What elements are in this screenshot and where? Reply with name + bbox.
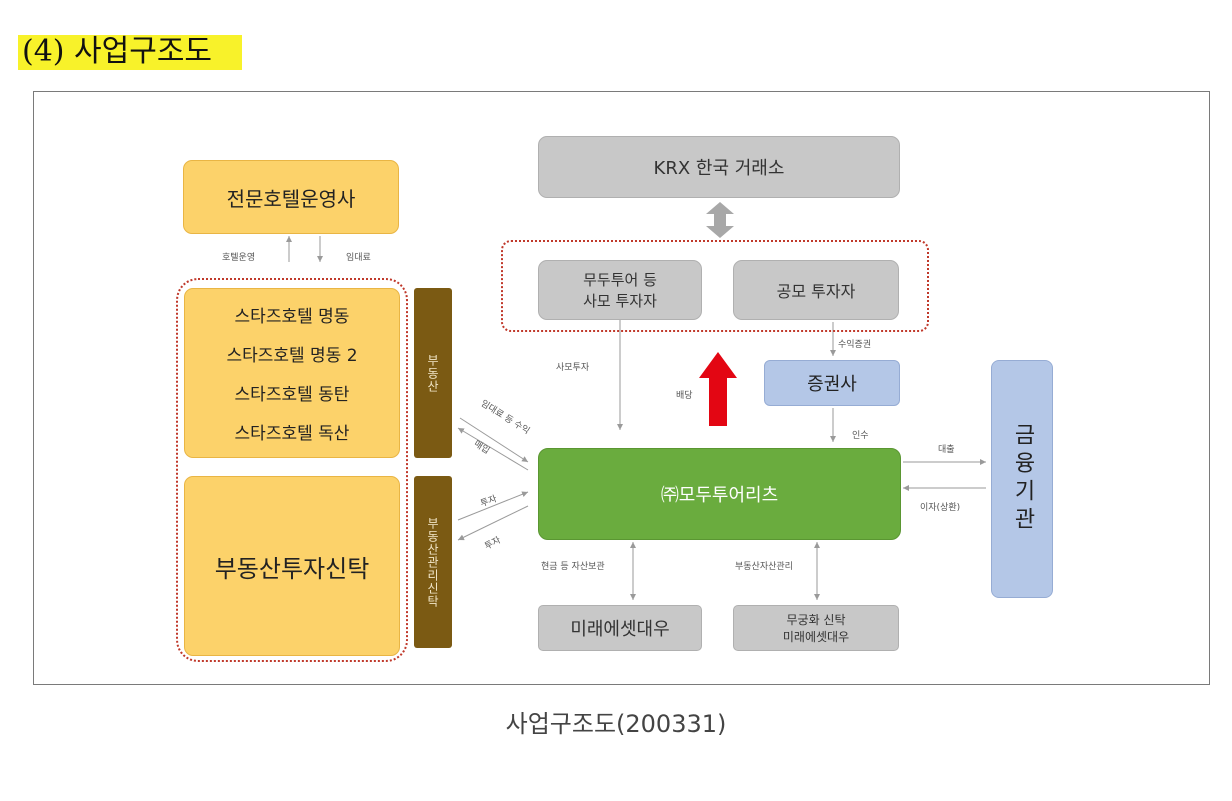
diagram-frame bbox=[33, 91, 1210, 685]
hotel-item-2: 스타즈호텔 명동 2 bbox=[226, 346, 358, 366]
private-investors-box: 무두투어 등 사모 투자자 bbox=[538, 260, 702, 320]
arrow-buy bbox=[457, 427, 529, 471]
mirae2-box: 무궁화 신탁 미래에셋대우 bbox=[733, 605, 899, 651]
label-lease: 임대료 bbox=[346, 253, 371, 263]
arrow-invest bbox=[457, 491, 529, 521]
mirae-box: 미래에셋대우 bbox=[538, 605, 702, 651]
public-investors-box: 공모 투자자 bbox=[733, 260, 899, 320]
diagram-caption: 사업구조도(200331) bbox=[505, 710, 727, 738]
label-asset-mgmt: 부동산자산관리 bbox=[735, 562, 793, 572]
assets-group-outline bbox=[176, 278, 408, 662]
trust-box: 부동산투자신탁 bbox=[184, 476, 400, 656]
label-acquire: 인수 bbox=[852, 431, 869, 441]
krx-double-arrow bbox=[706, 202, 734, 238]
securities-box: 증권사 bbox=[764, 360, 900, 406]
mirae2-line1: 무궁화 신탁 bbox=[786, 613, 846, 627]
private-investors-line2: 사모 투자자 bbox=[583, 292, 657, 310]
page-heading: (4) 사업구조도 bbox=[18, 26, 243, 70]
private-investors-line1: 무두투어 등 bbox=[583, 271, 657, 289]
hotel-item-1: 스타즈호텔 명동 bbox=[234, 307, 350, 327]
trust-rights-tab: 부동산관리신탁 bbox=[414, 476, 452, 648]
arrow-trust-invest bbox=[457, 505, 529, 541]
label-public-offer: 수익증권 bbox=[838, 340, 872, 350]
hotel-item-4: 스타즈호텔 독산 bbox=[234, 424, 350, 444]
dividend-red-arrow bbox=[699, 352, 737, 426]
hotel-operator-box: 전문호텔운영사 bbox=[183, 160, 399, 234]
label-interest: 이자(상환) bbox=[920, 503, 961, 513]
label-dividend: 배당 bbox=[676, 391, 693, 401]
label-hotel-ops: 호텔운영 bbox=[222, 253, 256, 263]
label-custody: 현금 등 자산보관 bbox=[541, 562, 605, 572]
arrow-rent-income bbox=[459, 417, 529, 463]
label-private-invest: 사모투자 bbox=[556, 363, 590, 373]
label-loan: 대출 bbox=[938, 445, 955, 455]
hotel-item-3: 스타즈호텔 동탄 bbox=[234, 385, 350, 405]
mirae2-line2: 미래에셋대우 bbox=[782, 630, 850, 644]
financial-box: 금융기관 bbox=[991, 360, 1053, 598]
real-estate-tab: 부동산 bbox=[414, 288, 452, 458]
hotels-box: 스타즈호텔 명동 스타즈호텔 명동 2 스타즈호텔 동탄 스타즈호텔 독산 bbox=[184, 288, 400, 458]
krx-box: KRX 한국 거래소 bbox=[538, 136, 900, 198]
investors-group-outline bbox=[501, 240, 929, 332]
reit-box: ㈜모두투어리츠 bbox=[538, 448, 901, 540]
